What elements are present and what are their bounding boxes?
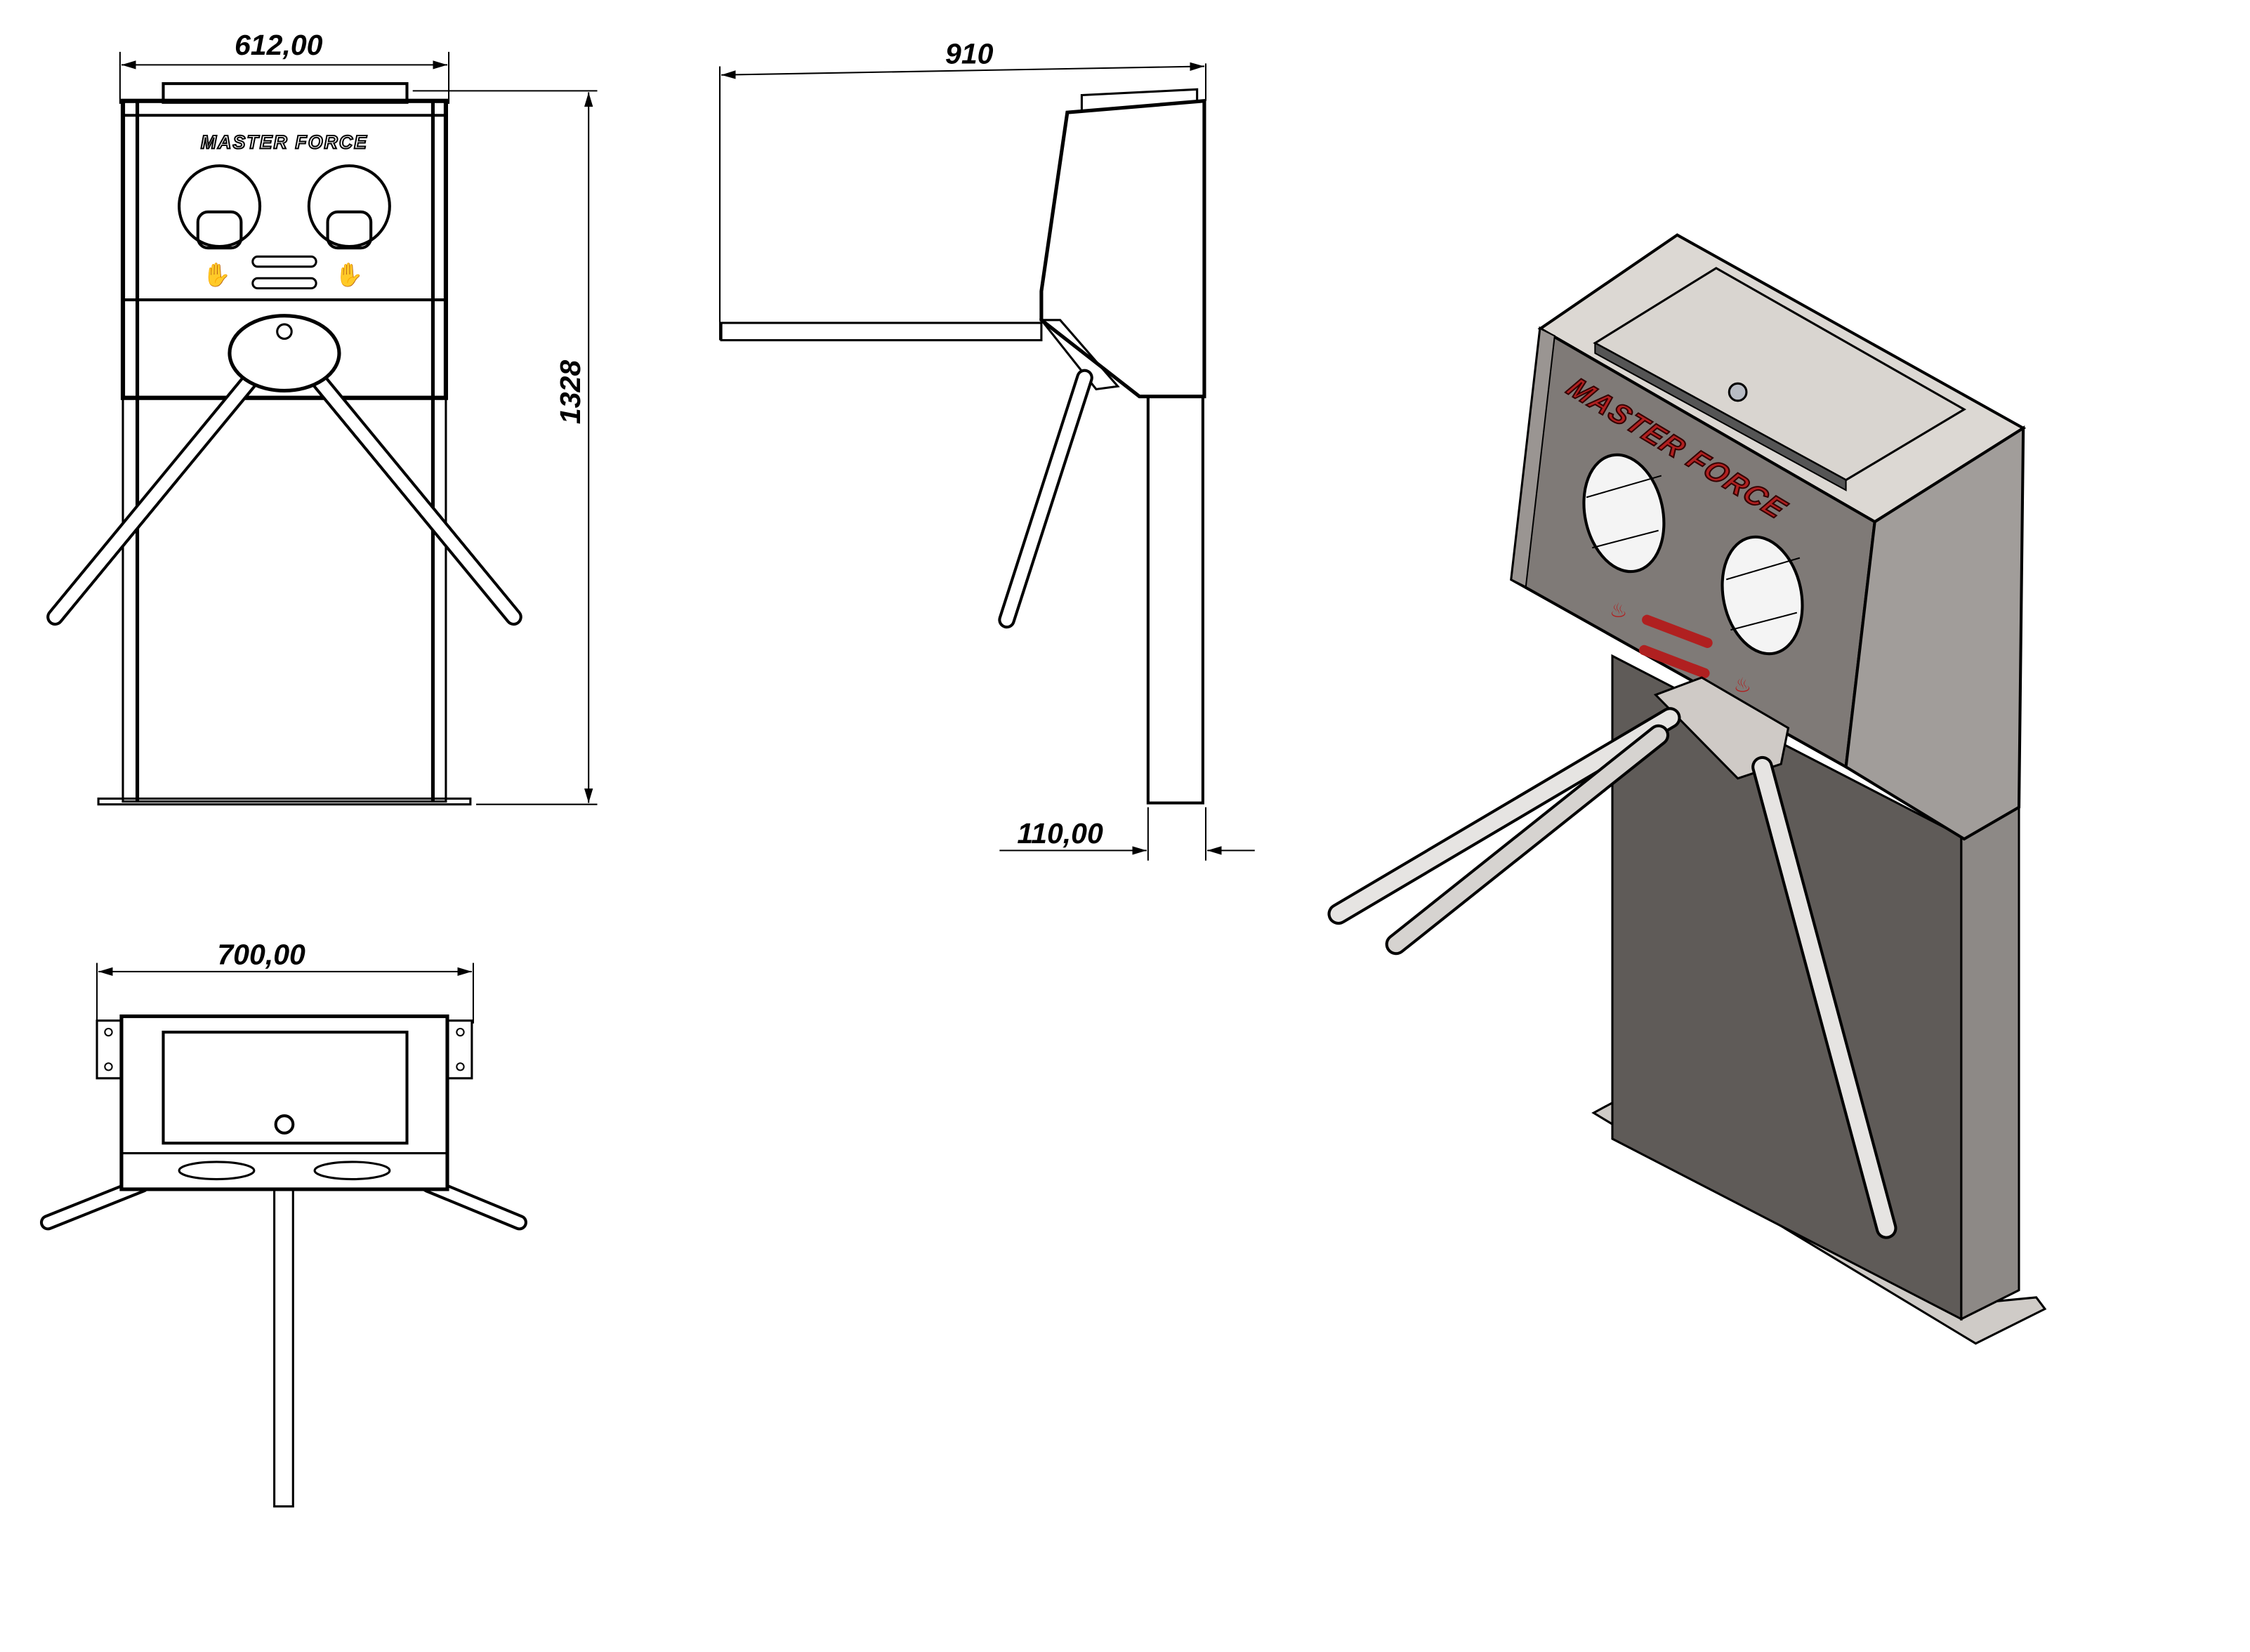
indicator-slot — [251, 277, 317, 290]
column-dimension-label: 110,00 — [1017, 817, 1103, 850]
iso-reader-hole-right — [1721, 535, 1804, 656]
width-dimension-label: 612,00 — [235, 29, 323, 61]
iso-head-side — [1844, 425, 2025, 841]
iso-column-side — [1960, 798, 2020, 1321]
depth-dimension-line — [721, 62, 1204, 79]
top-body — [119, 1014, 449, 1191]
side-column — [1146, 395, 1204, 805]
iso-hand-icon: ♨ — [1610, 600, 1628, 622]
side-arm-horizontal — [720, 322, 1043, 342]
top-lid — [162, 1031, 409, 1145]
front-base-plate — [97, 797, 472, 806]
iso-lock-knob — [1728, 382, 1748, 402]
reader-hole-left — [178, 164, 262, 250]
iso-arms — [1327, 707, 1897, 1239]
iso-hub — [1653, 676, 1790, 780]
top-width-dimension-label: 700,00 — [217, 939, 305, 971]
hand-icon: ✋ — [335, 261, 364, 288]
front-view: 612,00 MASTER FORCE ✋ ✋ — [46, 29, 598, 806]
side-view: 910 110,00 — [719, 37, 1255, 861]
indicator-slot — [251, 255, 317, 268]
top-arms — [39, 1177, 527, 1508]
lock-knob — [274, 1114, 295, 1135]
iso-indicator-slot — [1638, 645, 1710, 679]
isometric-view: MASTER FORCE ♨ ♨ — [1327, 233, 2047, 1345]
reader-hole-right — [307, 164, 391, 250]
front-logo: MASTER FORCE — [201, 131, 368, 152]
side-head-body — [1039, 98, 1206, 399]
depth-dimension-label: 910 — [945, 37, 994, 70]
height-dimension-label: 1328 — [554, 360, 586, 424]
iso-reader-hole-left — [1582, 453, 1666, 574]
top-view: 700,00 — [39, 939, 527, 1508]
front-column — [121, 397, 447, 803]
rotor-hub — [228, 314, 341, 392]
front-arms — [46, 363, 522, 626]
iso-hand-icon: ♨ — [1733, 675, 1751, 697]
hand-icon: ✋ — [202, 261, 231, 288]
iso-indicator-slot — [1642, 614, 1713, 648]
